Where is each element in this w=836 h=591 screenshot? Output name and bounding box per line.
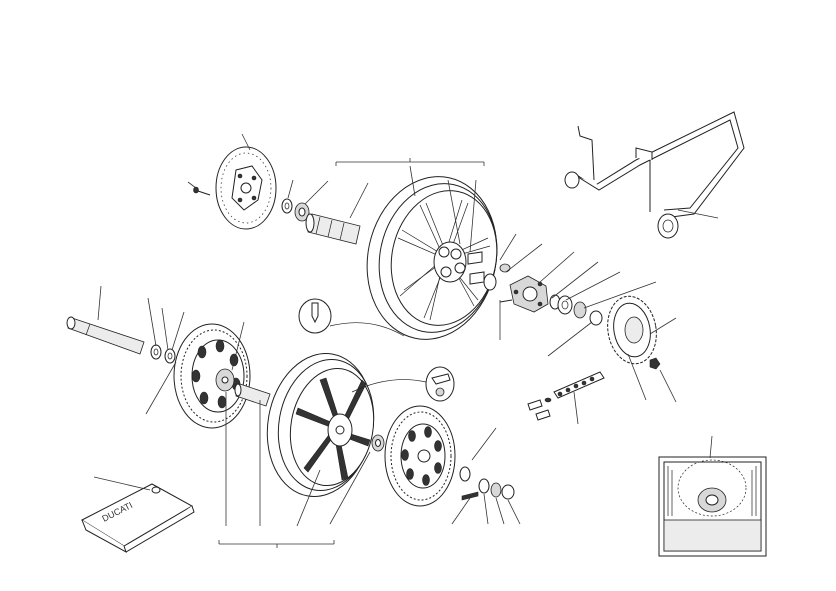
front-brake-disc-left <box>173 323 251 429</box>
rear-bearings-and-spacers <box>549 294 603 326</box>
cush-drive-studs <box>467 251 513 303</box>
front-spacer-left <box>234 383 271 407</box>
sprocket-flange <box>509 275 549 313</box>
disc-cover-bag: DUCATI <box>80 483 195 554</box>
rear-spacer-and-bearing <box>281 198 310 222</box>
rear-valve-detail <box>298 298 405 337</box>
rear-brake-disc <box>215 146 277 230</box>
front-axle-washers <box>150 344 176 364</box>
front-axle <box>66 316 145 355</box>
rear-group-bracket <box>335 158 485 166</box>
leader-lines <box>93 133 719 527</box>
paddock-stand <box>564 111 745 239</box>
drive-chain-and-links <box>527 371 605 421</box>
rear-wheel <box>366 176 498 340</box>
front-wheel <box>266 353 375 497</box>
rear-sprocket <box>607 295 657 365</box>
front-axle-nut-parts <box>459 466 515 501</box>
sprocket-detail-inset <box>658 456 767 557</box>
front-brake-disc-right <box>384 405 456 507</box>
front-bearing-right <box>371 434 385 452</box>
rear-axle-sleeve <box>305 213 361 245</box>
disc-screw <box>193 186 211 196</box>
sprocket-nut <box>649 357 661 370</box>
front-group-bracket <box>218 540 335 548</box>
front-valve-detail <box>351 366 455 402</box>
